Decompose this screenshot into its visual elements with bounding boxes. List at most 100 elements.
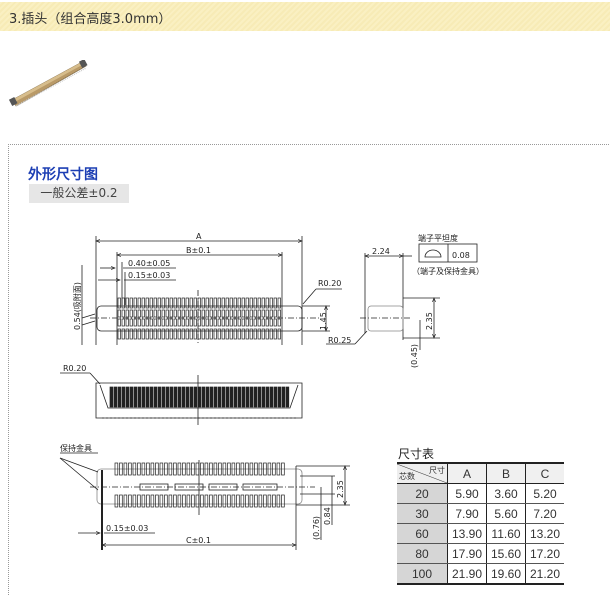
dim-front-R020-label: R0.20 <box>63 364 86 373</box>
terminal-pin <box>123 494 128 508</box>
terminal-pin <box>185 309 189 318</box>
bottom-view-pins <box>114 462 285 508</box>
terminal-pin <box>165 309 169 318</box>
terminal-pin <box>276 494 281 508</box>
terminal-pin <box>249 462 254 476</box>
terminal-pin <box>161 386 166 408</box>
terminal-pin <box>217 297 221 309</box>
dim-145-label: 1.45 <box>319 312 328 330</box>
terminal-pin <box>281 386 286 408</box>
terminal-pin <box>161 318 165 327</box>
terminal-pin <box>153 309 157 318</box>
terminal-pin <box>253 318 257 327</box>
terminal-pin <box>227 462 231 476</box>
terminal-pin <box>213 297 217 309</box>
terminal-pin <box>150 462 155 476</box>
terminal-pin <box>241 318 245 327</box>
terminal-pin <box>177 494 182 508</box>
terminal-pin <box>145 318 149 327</box>
terminal-pin <box>249 318 253 327</box>
terminal-pin <box>221 309 225 318</box>
terminal-pin <box>157 309 161 318</box>
terminal-pin <box>149 297 153 309</box>
terminal-pin <box>245 494 249 508</box>
terminal-pin <box>209 309 213 318</box>
terminal-pin <box>150 494 155 508</box>
terminal-pin <box>241 297 245 309</box>
terminal-pin <box>137 297 141 309</box>
terminal-pin <box>164 494 168 508</box>
terminal-pin <box>132 462 137 476</box>
terminal-pin <box>146 462 150 476</box>
terminal-pin <box>164 462 168 476</box>
terminal-pin <box>265 386 270 408</box>
terminal-pin <box>165 318 169 327</box>
terminal-pin <box>269 328 273 340</box>
pin-count-cell: 20 <box>397 483 448 504</box>
terminal-pin <box>165 386 170 408</box>
terminal-pin <box>241 386 246 408</box>
terminal-pin <box>222 462 227 476</box>
top-view-pins <box>117 297 281 340</box>
terminal-pin <box>157 318 161 327</box>
terminal-pin <box>121 386 126 408</box>
value-B-cell: 15.60 <box>486 543 526 564</box>
terminal-pin <box>161 328 165 340</box>
terminal-pin <box>205 328 209 340</box>
terminal-pin <box>137 328 141 340</box>
terminal-pin <box>273 309 277 318</box>
terminal-pin <box>261 309 265 318</box>
terminal-pin <box>117 386 122 408</box>
value-A-cell: 21.90 <box>447 563 487 585</box>
terminal-pin <box>145 309 149 318</box>
terminal-pin <box>273 386 278 408</box>
terminal-pin <box>249 494 254 508</box>
value-C-cell: 17.20 <box>525 543 564 564</box>
terminal-pin <box>197 309 201 318</box>
terminal-pin <box>265 309 269 318</box>
terminal-pin <box>191 462 195 476</box>
terminal-pin <box>137 318 141 327</box>
terminal-pin <box>218 494 222 508</box>
dim-084-label: 0.84 <box>323 507 332 525</box>
terminal-pin <box>217 386 222 408</box>
terminal-pin <box>169 309 173 318</box>
terminal-pin <box>141 328 145 340</box>
terminal-pin <box>149 386 154 408</box>
terminal-pin <box>117 328 121 340</box>
terminal-pin <box>121 328 125 340</box>
terminal-pin <box>241 309 245 318</box>
table-row: 60 13.90 11.60 13.20 <box>397 523 564 544</box>
terminal-pin <box>205 309 209 318</box>
terminal-pin <box>249 386 254 408</box>
terminal-pin <box>221 386 226 408</box>
dim-terminal-width-label: 0.15±0.03 <box>128 271 170 280</box>
value-A-cell: 5.90 <box>447 483 487 504</box>
terminal-pin <box>173 386 178 408</box>
terminal-pin <box>221 297 225 309</box>
terminal-pin <box>257 318 261 327</box>
terminal-pin <box>114 462 119 476</box>
terminal-pin <box>185 318 189 327</box>
terminal-pin <box>128 494 132 508</box>
terminal-pin <box>257 328 261 340</box>
terminal-pin <box>237 297 241 309</box>
terminal-pin <box>133 318 137 327</box>
terminal-pin <box>157 328 161 340</box>
terminal-pin <box>225 328 229 340</box>
terminal-pin <box>229 386 234 408</box>
terminal-pin <box>133 386 138 408</box>
front-view-pins <box>109 386 290 408</box>
dim-076-label: (0.76) <box>312 516 321 540</box>
terminal-pin <box>141 297 145 309</box>
terminal-pin <box>125 309 129 318</box>
value-B-cell: 11.60 <box>486 523 526 544</box>
terminal-pin <box>213 309 217 318</box>
terminal-pin <box>273 318 277 327</box>
terminal-pin <box>189 309 193 318</box>
terminal-pin <box>201 309 205 318</box>
table-row: 80 17.90 15.60 17.20 <box>397 543 564 564</box>
terminal-pin <box>225 309 229 318</box>
terminal-pin <box>233 328 237 340</box>
terminal-pin <box>129 328 133 340</box>
